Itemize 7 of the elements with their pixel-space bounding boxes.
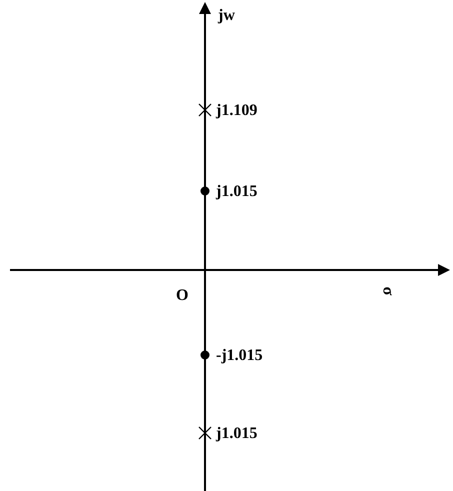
zero-value-label: j1.015 bbox=[216, 184, 258, 200]
pole-value-label: j1.015 bbox=[216, 426, 258, 442]
pole-value-label: j1.109 bbox=[216, 103, 258, 119]
axis-label: σ bbox=[379, 286, 396, 296]
axis-label: jw bbox=[218, 8, 235, 24]
zero-value-label: -j1.015 bbox=[216, 348, 263, 364]
origin-label: O bbox=[176, 288, 188, 304]
